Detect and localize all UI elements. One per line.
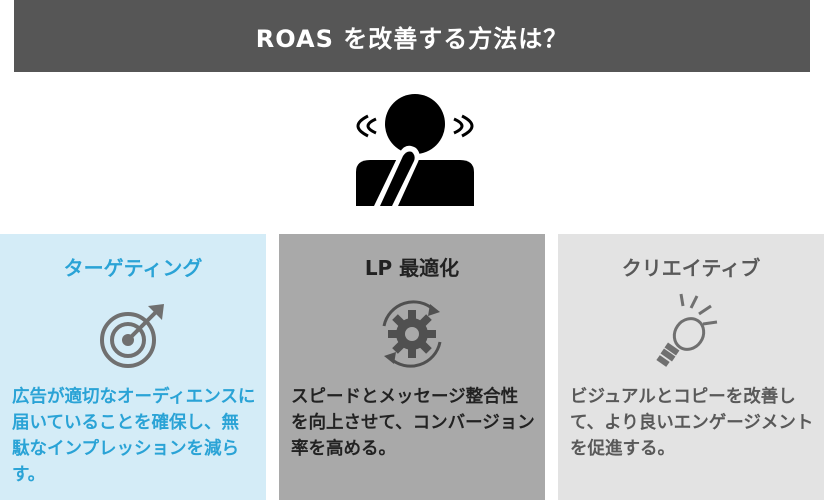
gear-cycle-icon	[382, 300, 442, 368]
thinking-person-icon	[356, 94, 474, 206]
targeting-card: ターゲティング 広告が適切なオーディエンスに届いていることを確保し、無駄なインプ…	[0, 234, 266, 500]
card-description: スピードとメッセージ整合性を向上させて、コンバージョン率を高める。	[291, 387, 535, 459]
card-title: LP 最適化	[364, 256, 460, 280]
card-title: クリエイティブ	[621, 256, 761, 280]
page-title-banner: ROAS を改善する方法は？	[14, 0, 810, 72]
page-title: ROAS を改善する方法は？	[255, 24, 569, 53]
card-title: ターゲティング	[63, 256, 203, 280]
lp-optimization-card: LP 最適化 スピードとメッセージ整合性を向上させて、コンバージョン率を高める。	[279, 234, 545, 500]
card-description: 広告が適切なオーディエンスに届いていることを確保し、無駄なインプレッションを減ら…	[12, 387, 256, 485]
creative-card: クリエイティブ ビジュアルとコピーを改善して、より良いエンゲージメントを促進する…	[558, 234, 824, 500]
target-arrow-icon	[100, 304, 164, 368]
card-description: ビジュアルとコピーを改善して、より良いエンゲージメントを促進する。	[570, 387, 814, 459]
lightbulb-icon	[656, 293, 718, 367]
